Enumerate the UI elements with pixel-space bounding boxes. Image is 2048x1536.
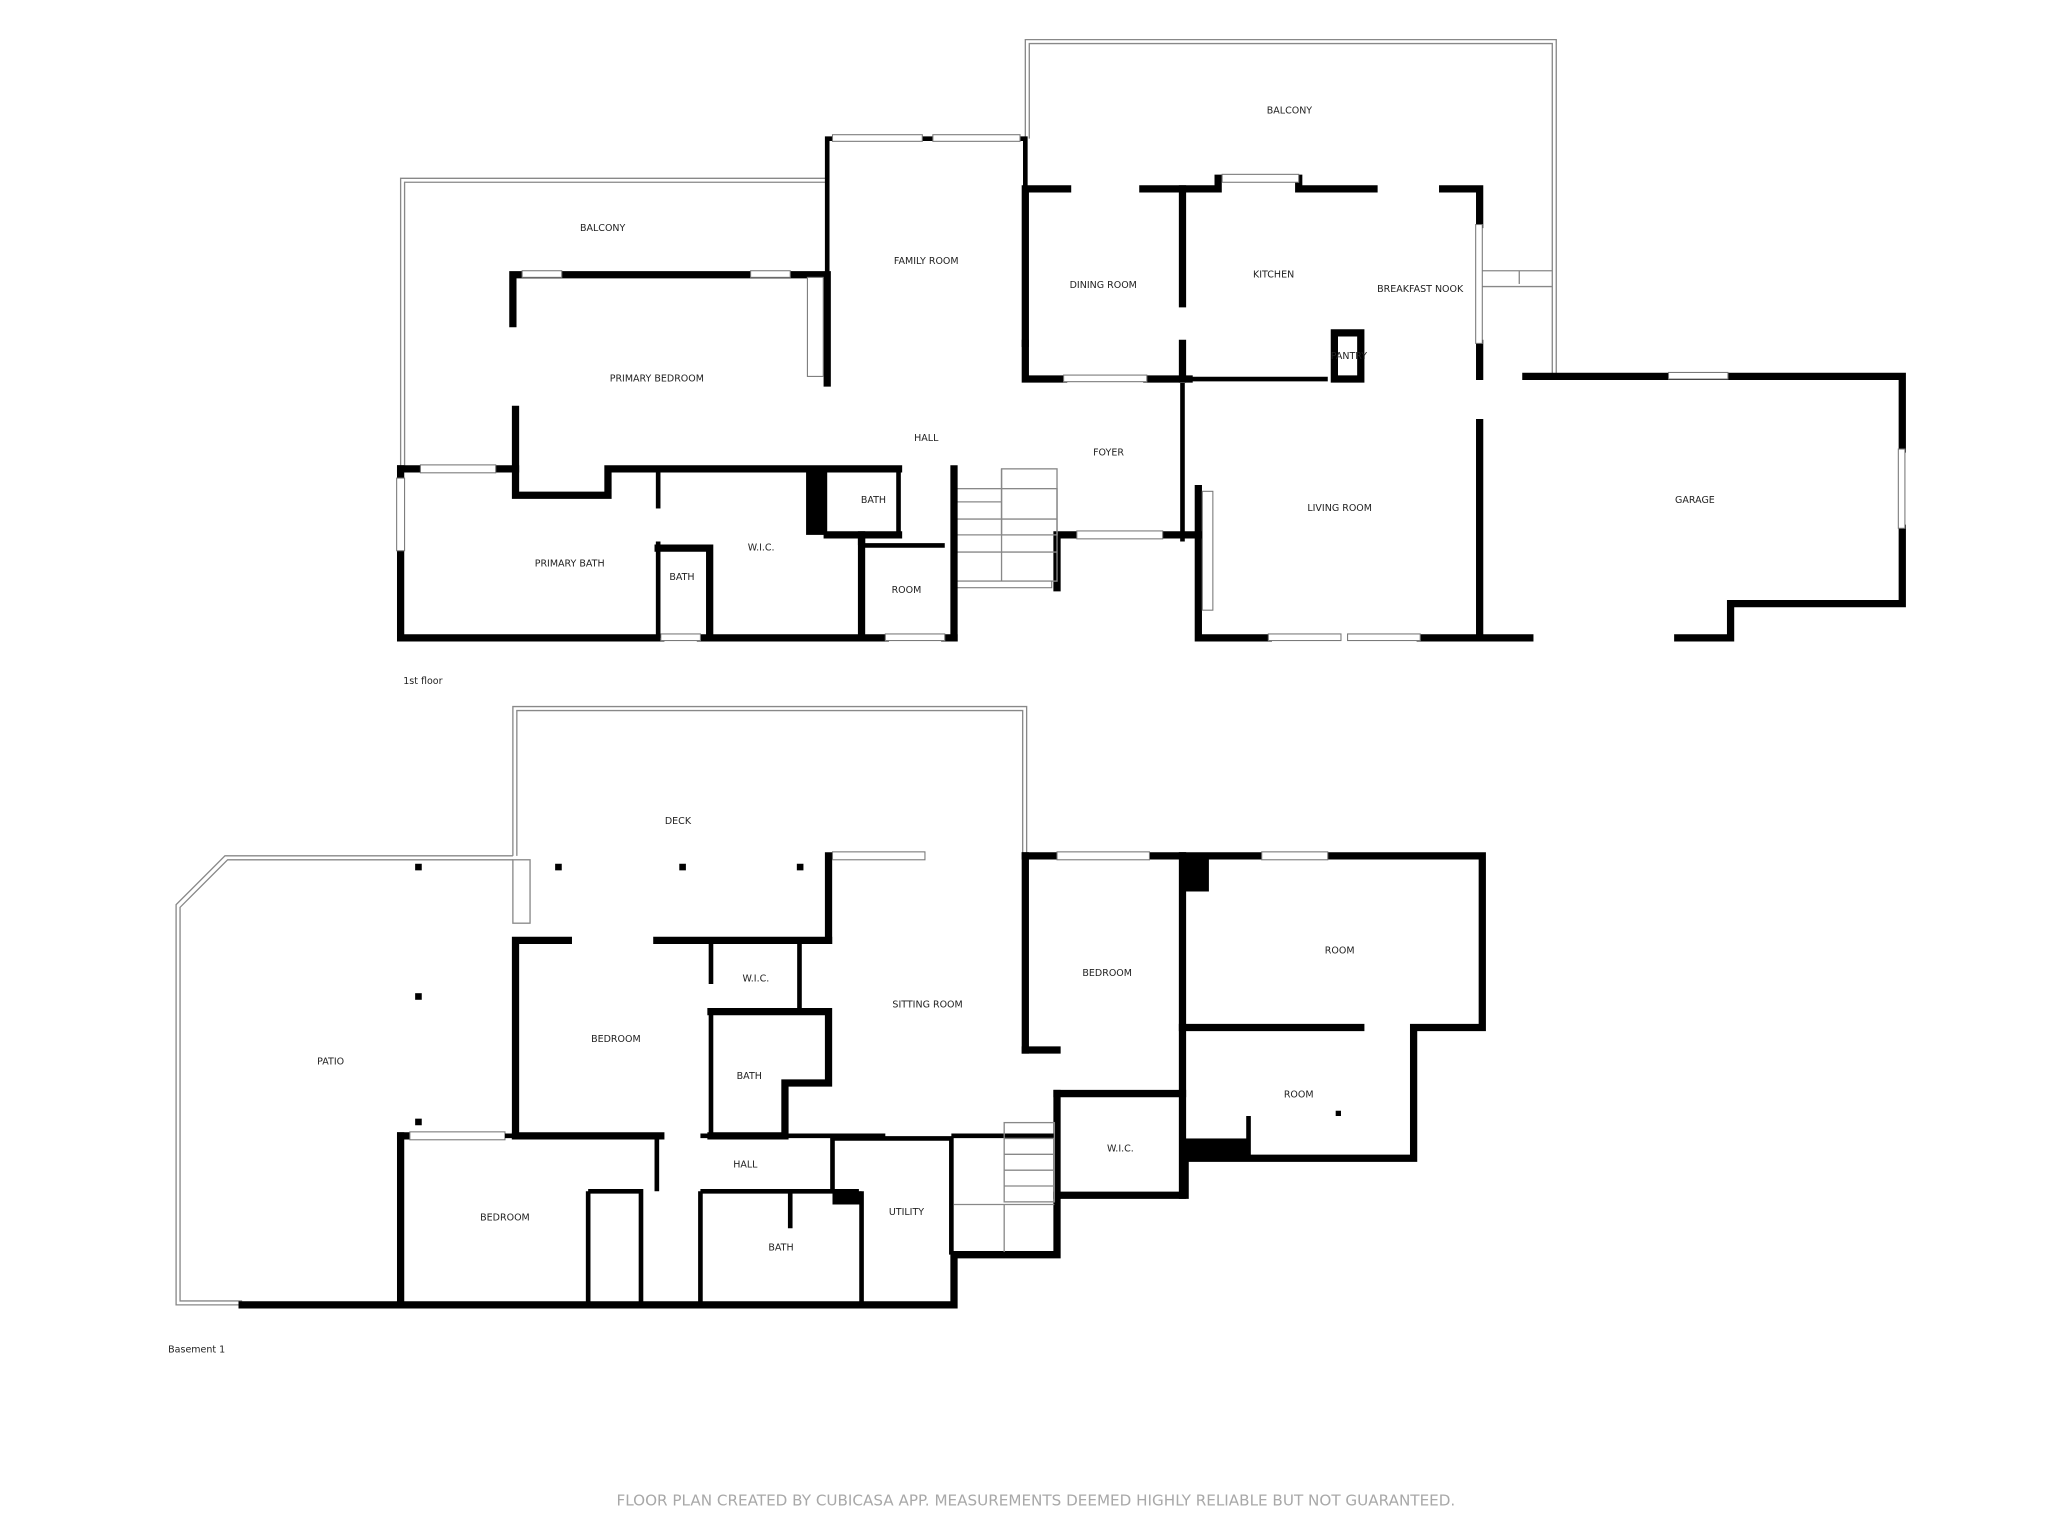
room-label-bath: BATH [861, 495, 886, 506]
walls-1st-floor [396, 134, 1906, 642]
room-label-kitchen: KITCHEN [1253, 269, 1294, 280]
room-label-garage: GARAGE [1675, 495, 1715, 506]
first-floor-plan: BALCONY BALCONY FAMILY ROOM DINING ROOM … [396, 38, 1906, 687]
room-label-bedroom: BEDROOM [1082, 968, 1132, 979]
room-label-wic: W.I.C. [748, 543, 775, 554]
room-label-pantry: PANTRY [1331, 351, 1368, 362]
room-label-primary-bedroom: PRIMARY BEDROOM [610, 374, 704, 385]
room-label-living-room: LIVING ROOM [1307, 503, 1372, 514]
room-label-room: ROOM [1284, 1090, 1314, 1101]
room-label-breakfast-nook: BREAKFAST NOOK [1377, 284, 1464, 295]
room-label-bedroom: BEDROOM [591, 1034, 641, 1045]
room-label-room: ROOM [1325, 946, 1355, 957]
room-label-bath: BATH [768, 1243, 793, 1254]
room-label-bath: BATH [669, 572, 694, 583]
staircase [953, 468, 1058, 589]
basement-floor-plan: DECK PATIO BEDROOM W.I.C. SITTING ROOM B… [168, 705, 1486, 1355]
room-labels-1st-floor: BALCONY BALCONY FAMILY ROOM DINING ROOM … [535, 106, 1715, 596]
room-label-bath: BATH [737, 1071, 762, 1082]
floor-label-basement: Basement 1 [168, 1344, 225, 1355]
deck-patio-outlines [175, 705, 1028, 1306]
room-label-dining-room: DINING ROOM [1070, 280, 1137, 291]
walls-basement [238, 851, 1486, 1309]
room-label-hall: HALL [914, 433, 939, 444]
room-label-wic: W.I.C. [742, 973, 769, 984]
room-label-hall: HALL [733, 1160, 758, 1171]
room-label-balcony-left: BALCONY [580, 223, 626, 234]
room-label-foyer: FOYER [1093, 448, 1124, 459]
room-label-deck: DECK [665, 816, 692, 827]
room-label-patio: PATIO [317, 1057, 344, 1068]
room-label-wic: W.I.C. [1107, 1144, 1134, 1155]
room-label-utility: UTILITY [889, 1207, 924, 1218]
room-label-sitting-room: SITTING ROOM [892, 1000, 962, 1011]
room-label-balcony-top: BALCONY [1267, 106, 1313, 117]
footer-disclaimer: FLOOR PLAN CREATED BY CUBICASA APP. MEAS… [616, 1492, 1455, 1510]
room-label-family-room: FAMILY ROOM [894, 256, 959, 267]
room-label-bedroom: BEDROOM [480, 1212, 530, 1223]
room-label-room: ROOM [892, 585, 922, 596]
room-label-primary-bath: PRIMARY BATH [535, 559, 605, 570]
room-labels-basement: DECK PATIO BEDROOM W.I.C. SITTING ROOM B… [317, 816, 1354, 1254]
staircase-basement [954, 1121, 1056, 1253]
deck-posts [415, 863, 1341, 1126]
balcony-outlines [399, 38, 1557, 469]
floor-label-1st: 1st floor [403, 676, 442, 687]
